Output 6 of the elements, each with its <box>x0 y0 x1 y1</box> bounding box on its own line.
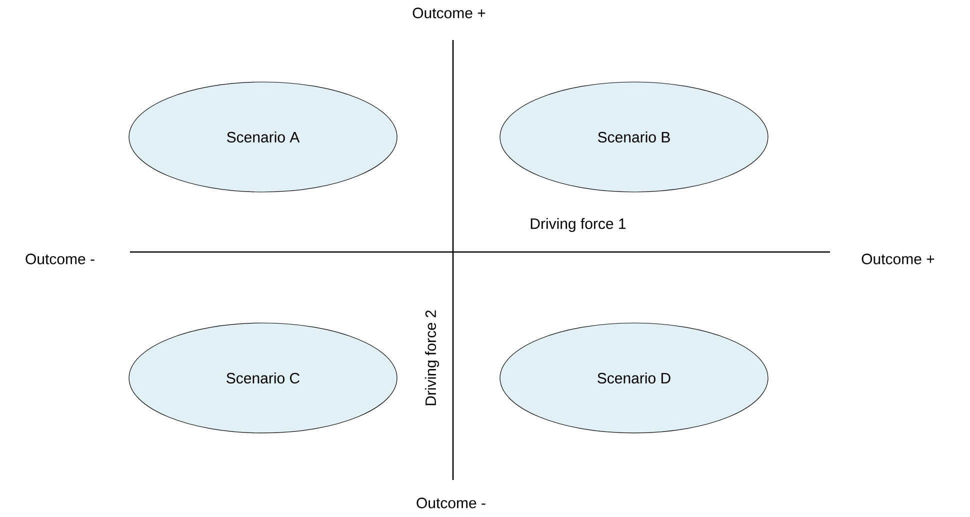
axis-label: Outcome + <box>412 8 486 18</box>
axis-label: Driving force 2 <box>425 310 439 406</box>
axis-label: Outcome - <box>26 254 94 264</box>
axis-label: Outcome + <box>862 254 934 264</box>
axis-label: Outcome - <box>416 498 486 508</box>
axis-label: Driving force 1 <box>530 218 626 232</box>
